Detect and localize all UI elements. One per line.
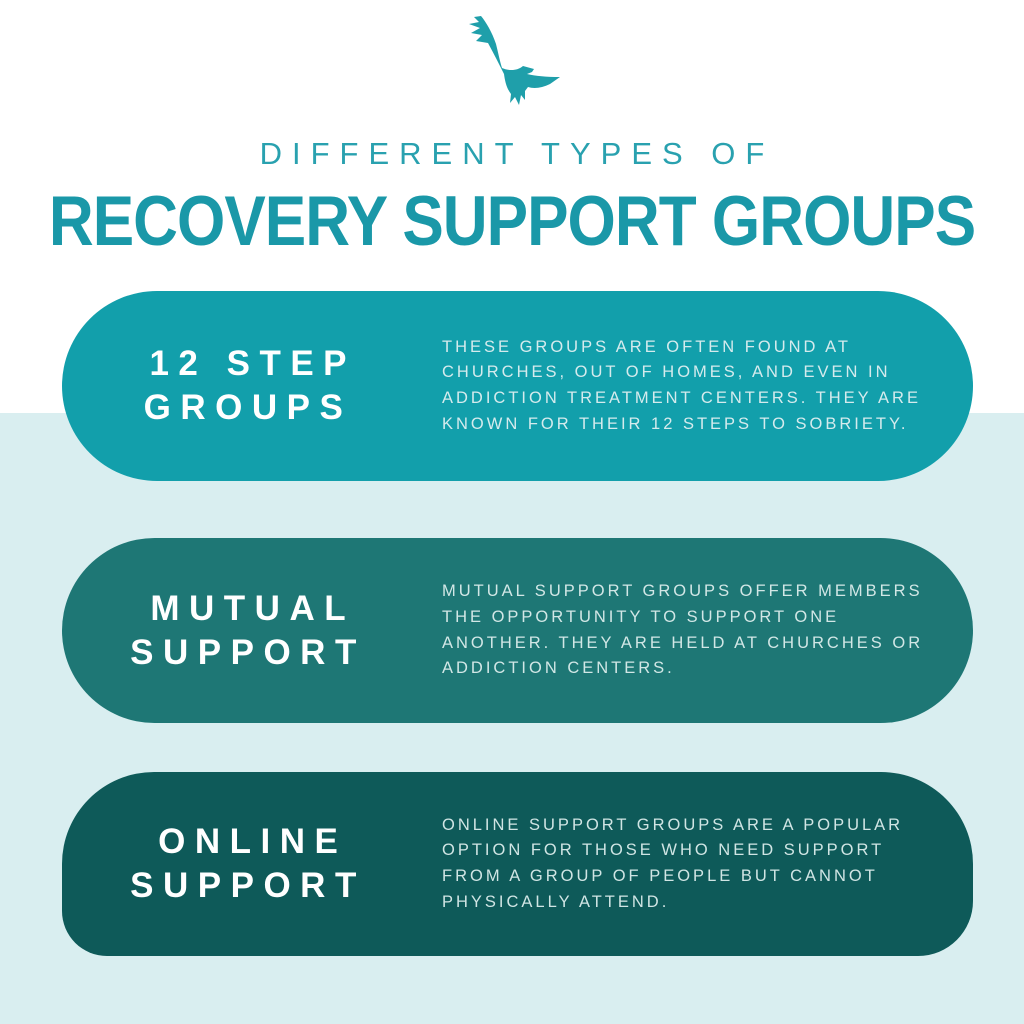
poster-title: RECOVERY SUPPORT GROUPS (48, 181, 976, 261)
card-heading-online-support: ONLINE SUPPORT (130, 822, 366, 905)
card-body-mutual-support: MUTUAL SUPPORT GROUPS OFFER MEMBERS THE … (442, 582, 924, 678)
eagle-silhouette-icon (469, 16, 560, 105)
card-heading-12-step-groups: 12 STEP GROUPS (143, 344, 357, 427)
card-online-support: ONLINE SUPPORT ONLINE SUPPORT GROUPS ARE… (62, 772, 973, 956)
card-body-online-support: ONLINE SUPPORT GROUPS ARE A POPULAR OPTI… (442, 815, 904, 911)
card-heading-mutual-support: MUTUAL SUPPORT (130, 588, 366, 672)
poster-subtitle: DIFFERENT TYPES OF (259, 136, 775, 171)
card-mutual-support: MUTUAL SUPPORT MUTUAL SUPPORT GROUPS OFF… (62, 538, 973, 723)
eagle-silhouette-path (469, 16, 560, 105)
card-12-step-groups: 12 STEP GROUPS THESE GROUPS ARE OFTEN FO… (62, 291, 973, 481)
card-body-12-step-groups: THESE GROUPS ARE OFTEN FOUND AT CHURCHES… (442, 337, 921, 433)
